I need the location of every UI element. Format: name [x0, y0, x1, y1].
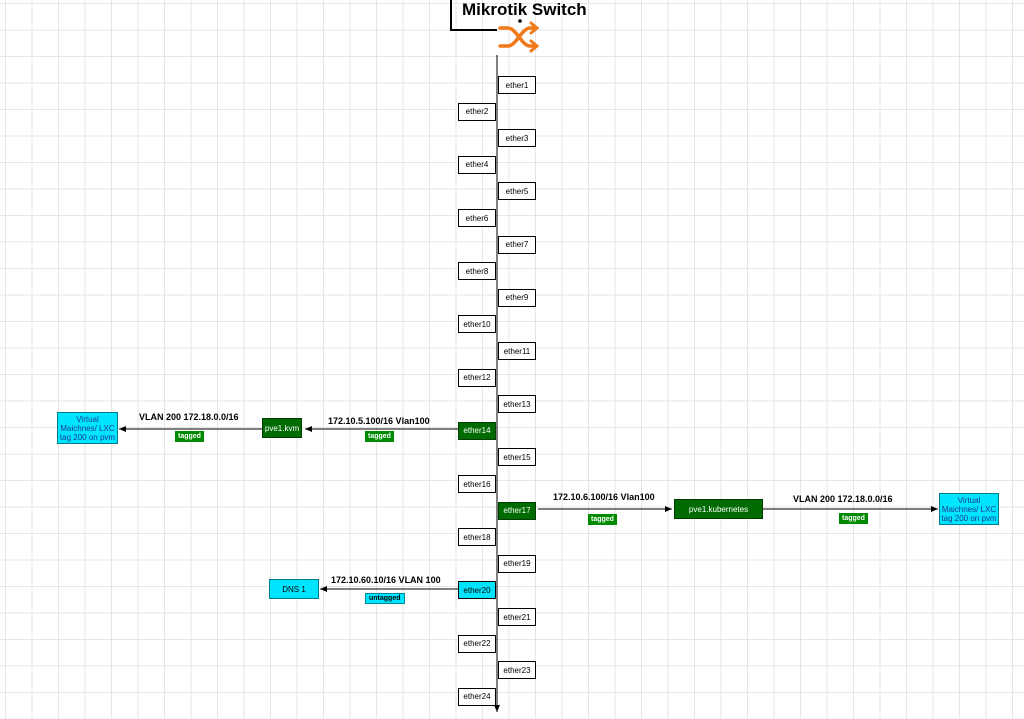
port-ether4[interactable]: ether4 — [458, 155, 496, 174]
vm-node-left[interactable]: Virtual Maichnes/ LXC tag 200 on pvm — [57, 412, 118, 444]
port-ether15[interactable]: ether15 — [498, 448, 536, 467]
vlan-label-k8s: VLAN 200 172.18.0.0/16 — [793, 494, 893, 504]
tag-badge-k8s: tagged — [839, 513, 868, 524]
port-ether3[interactable]: ether3 — [498, 129, 536, 148]
port-ether20[interactable]: ether20 — [458, 581, 496, 600]
port-ether5[interactable]: ether5 — [498, 182, 536, 201]
tag-badge-kvm: tagged — [175, 431, 204, 442]
anchor-dot — [518, 19, 522, 23]
port-ether19[interactable]: ether19 — [498, 554, 536, 573]
port-ether24[interactable]: ether24 — [458, 687, 496, 706]
port-ether23[interactable]: ether23 — [498, 661, 536, 680]
port-ether16[interactable]: ether16 — [458, 475, 496, 493]
port-ether6[interactable]: ether6 — [458, 209, 496, 227]
port-ether9[interactable]: ether9 — [498, 288, 536, 307]
diagram-title: Mikrotik Switch — [462, 0, 587, 19]
port-ether17[interactable]: ether17 — [498, 501, 536, 520]
pve1-kubernetes-node[interactable]: pve1.kubernetes — [674, 499, 763, 519]
tag-badge-ether14: tagged — [365, 431, 394, 442]
tag-badge-ether17: tagged — [588, 514, 617, 525]
port-ether13[interactable]: ether13 — [498, 395, 536, 414]
port-ether12[interactable]: ether12 — [458, 368, 496, 387]
port-ether2[interactable]: ether2 — [458, 102, 496, 121]
shuffle-arrows-icon — [498, 21, 540, 53]
uplink-line — [450, 0, 497, 31]
port-ether14[interactable]: ether14 — [458, 421, 496, 440]
dns-node[interactable]: DNS 1 — [269, 579, 319, 599]
link-label-ether20: 172.10.60.10/16 VLAN 100 — [331, 575, 441, 585]
link-label-ether14: 172.10.5.100/16 Vlan100 — [328, 416, 430, 426]
port-ether22[interactable]: ether22 — [458, 634, 496, 653]
vm-node-right[interactable]: Virtual Maichnes/ LXC tag 200 on pvm — [939, 493, 999, 525]
port-ether8[interactable]: ether8 — [458, 262, 496, 281]
vlan-label-kvm: VLAN 200 172.18.0.0/16 — [139, 412, 239, 422]
pve1-kvm-node[interactable]: pve1.kvm — [262, 418, 302, 438]
link-label-ether17: 172.10.6.100/16 Vlan100 — [553, 492, 655, 502]
port-ether18[interactable]: ether18 — [458, 528, 496, 547]
port-ether11[interactable]: ether11 — [498, 342, 536, 360]
port-ether1[interactable]: ether1 — [498, 76, 536, 94]
port-ether7[interactable]: ether7 — [498, 235, 536, 254]
port-ether10[interactable]: ether10 — [458, 315, 496, 334]
port-ether21[interactable]: ether21 — [498, 608, 536, 626]
tag-badge-ether20: untagged — [365, 593, 405, 604]
